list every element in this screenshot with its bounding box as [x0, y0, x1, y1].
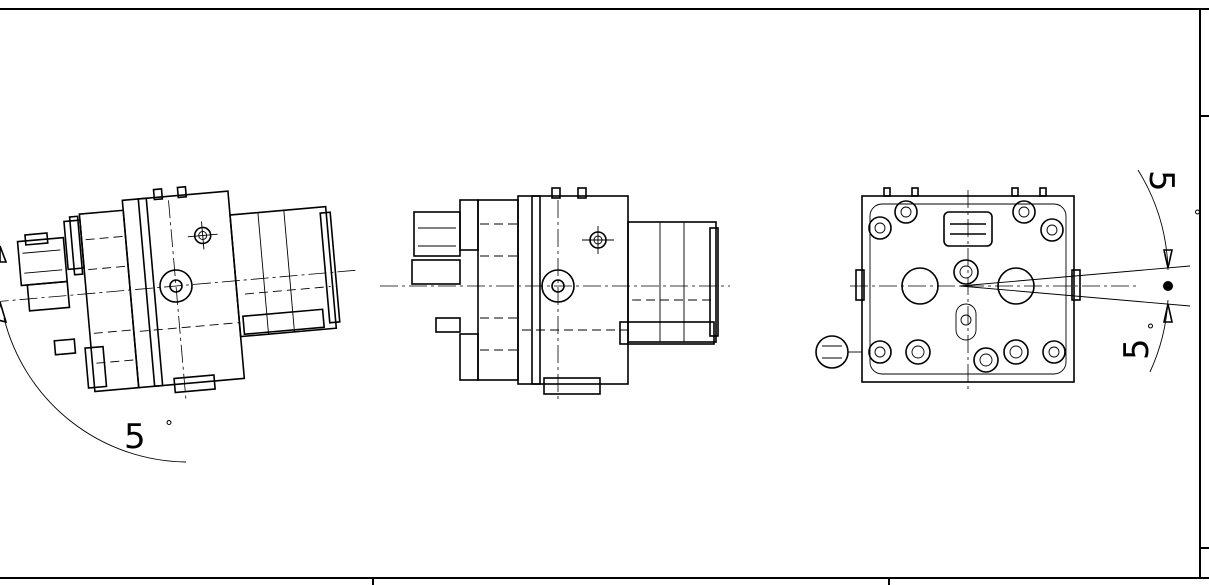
left-view	[0, 185, 360, 400]
right-angle-dimension	[959, 169, 1191, 373]
left-angle-arc	[3, 317, 187, 463]
left-angle-unit: °	[165, 417, 173, 436]
right-angle-bottom-value: 5	[1117, 338, 1157, 360]
right-angle-bottom-unit: °	[1145, 322, 1164, 330]
right-angle-top-unit: °	[1184, 208, 1203, 216]
front-view	[380, 187, 730, 400]
right-angle-top-value: 5	[1141, 170, 1181, 192]
drawing-frame	[0, 8, 1209, 585]
end-view	[815, 187, 1140, 392]
left-angle-value: 5	[124, 417, 146, 457]
